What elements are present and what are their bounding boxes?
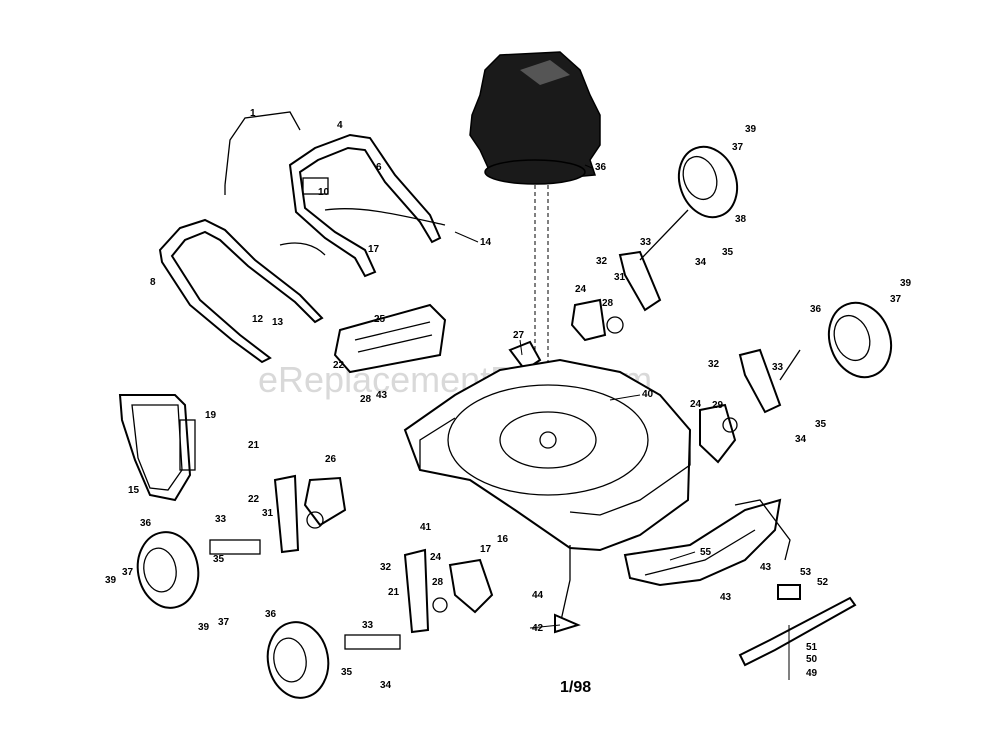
callout-17: 17 (368, 244, 380, 255)
mower-deck (403, 358, 692, 552)
callout-35d: 35 (341, 667, 353, 678)
callout-6: 6 (376, 162, 382, 173)
callout-32b: 32 (708, 359, 720, 370)
callout-28d: 28 (432, 577, 444, 588)
callout-1: 1 (250, 108, 256, 119)
callout-33d: 33 (362, 620, 374, 631)
callout-22: 22 (333, 360, 345, 371)
callout-55: 55 (700, 547, 712, 558)
callout-34d: 34 (380, 680, 392, 691)
callout-33: 33 (640, 237, 652, 248)
callout-8: 8 (150, 277, 156, 288)
wheel-front-bottom (266, 621, 330, 699)
callout-22b: 22 (248, 494, 260, 505)
callout-10: 10 (318, 187, 330, 198)
callout-34: 34 (695, 257, 707, 268)
callout-28: 28 (602, 298, 614, 309)
mulching-plate (623, 498, 782, 587)
callout-29: 29 (712, 400, 724, 411)
callout-31: 31 (614, 272, 626, 283)
callout-43e: 43 (720, 592, 732, 603)
engine (469, 51, 601, 185)
callout-35: 35 (722, 247, 734, 258)
blade (738, 596, 857, 667)
callout-52: 52 (817, 577, 829, 588)
callout-32: 32 (596, 256, 608, 267)
callout-25: 25 (374, 314, 386, 325)
callout-31c: 31 (262, 508, 274, 519)
callout-50: 50 (806, 654, 818, 665)
callout-51: 51 (806, 642, 818, 653)
callout-40: 40 (642, 389, 654, 400)
callout-33b: 33 (772, 362, 784, 373)
callout-21d: 21 (388, 587, 400, 598)
date-code: 1/98 (560, 679, 591, 696)
callout-37: 37 (732, 142, 744, 153)
callout-36b: 36 (810, 304, 822, 315)
callout-37d: 37 (218, 617, 230, 628)
callout-32d: 32 (380, 562, 392, 573)
callout-27: 27 (513, 330, 525, 341)
callout-15: 15 (128, 485, 140, 496)
grass-bag-frame (118, 394, 196, 502)
blade-adapter (777, 584, 801, 600)
control-bail (224, 111, 301, 186)
upper-handle (288, 133, 442, 278)
callout-34b: 34 (795, 434, 807, 445)
callout-17d: 17 (480, 544, 492, 555)
callout-36d: 36 (265, 609, 277, 620)
callout-37b: 37 (890, 294, 902, 305)
callout-26: 26 (325, 454, 337, 465)
callout-42: 42 (532, 623, 544, 634)
wheel-front-left (136, 531, 200, 609)
callout-24b: 24 (690, 399, 702, 410)
wheel-rear-right-top (677, 145, 739, 219)
callout-39b: 39 (900, 278, 912, 289)
callout-43d: 43 (760, 562, 772, 573)
callout-24d: 24 (430, 552, 442, 563)
callout-35c: 35 (213, 554, 225, 565)
callout-35b: 35 (815, 419, 827, 430)
callout-43: 43 (376, 390, 388, 401)
callout-12: 12 (252, 314, 264, 325)
rear-bracket (333, 303, 447, 374)
callout-41: 41 (420, 522, 432, 533)
callout-36: 36 (595, 162, 607, 173)
callout-13: 13 (272, 317, 284, 328)
callout-44: 44 (532, 590, 544, 601)
callout-19: 19 (205, 410, 217, 421)
callout-28b: 28 (360, 394, 372, 405)
callout-16: 16 (497, 534, 509, 545)
callout-labels: 1 4 6 10 14 17 8 12 13 25 22 27 36 39 37… (105, 108, 912, 691)
callout-21: 21 (248, 440, 260, 451)
callout-39: 39 (745, 124, 757, 135)
callout-24: 24 (575, 284, 587, 295)
callout-14: 14 (480, 237, 492, 248)
callout-37c: 37 (122, 567, 134, 578)
callout-36c: 36 (140, 518, 152, 529)
callout-38: 38 (735, 214, 747, 225)
callout-39d: 39 (198, 622, 210, 633)
lower-handle (158, 218, 324, 364)
wheel-rear-right (827, 301, 893, 379)
callout-53: 53 (800, 567, 812, 578)
callout-39c: 39 (105, 575, 117, 586)
callout-4: 4 (337, 120, 343, 131)
callout-33c: 33 (215, 514, 227, 525)
callout-49: 49 (806, 668, 818, 679)
